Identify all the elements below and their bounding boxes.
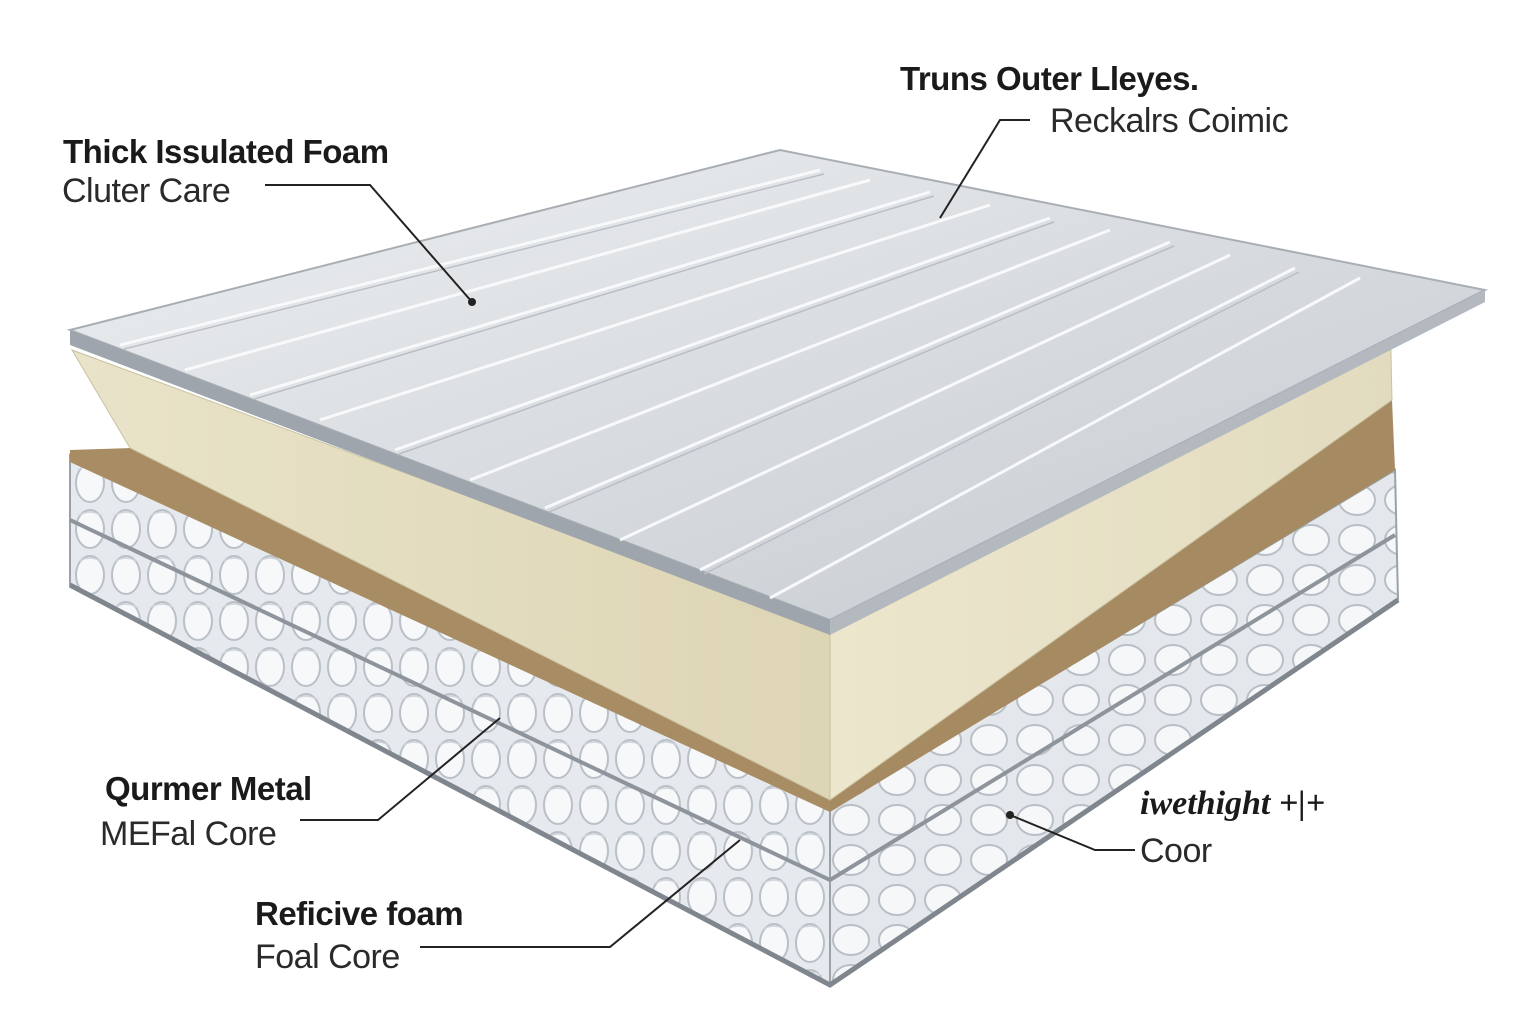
label-top-right-title: Truns Outer Lleyes. xyxy=(900,60,1199,97)
label-right-sub: Coor xyxy=(1140,832,1212,870)
adhesive-layer-side xyxy=(830,400,1395,812)
leader-lines xyxy=(265,119,1135,948)
honeycomb-divider xyxy=(69,518,1397,883)
label-top-left-title: Thick Issulated Foam xyxy=(63,133,389,170)
leader-mid-left xyxy=(300,717,501,821)
leader-dot-top-left xyxy=(468,298,476,306)
label-mid-left-sub: MEFal Core xyxy=(100,815,277,853)
honeycomb-bottom-edge xyxy=(68,582,1400,988)
metal-side-edge xyxy=(830,290,1485,635)
label-bottom-left-sub: Foal Core xyxy=(255,938,400,976)
leader-bottom-left xyxy=(420,839,741,948)
label-bottom-left-title: Reficive foam xyxy=(255,895,464,932)
leader-top-left xyxy=(265,184,473,303)
leader-dot-right xyxy=(1006,811,1014,819)
leader-right xyxy=(1009,814,1135,851)
metal-front-edge xyxy=(70,330,830,635)
adhesive-layer-front xyxy=(70,448,830,812)
label-mid-left-title: Qurmer Metal xyxy=(105,770,312,807)
label-right-title: iwethight +|+ xyxy=(1140,785,1326,822)
label-top-left-sub: Cluter Care xyxy=(62,172,231,210)
leader-top-right xyxy=(939,119,1030,219)
metal-ribs xyxy=(119,168,1361,600)
label-top-right-sub: Reckalrs Coimic xyxy=(1050,102,1289,140)
